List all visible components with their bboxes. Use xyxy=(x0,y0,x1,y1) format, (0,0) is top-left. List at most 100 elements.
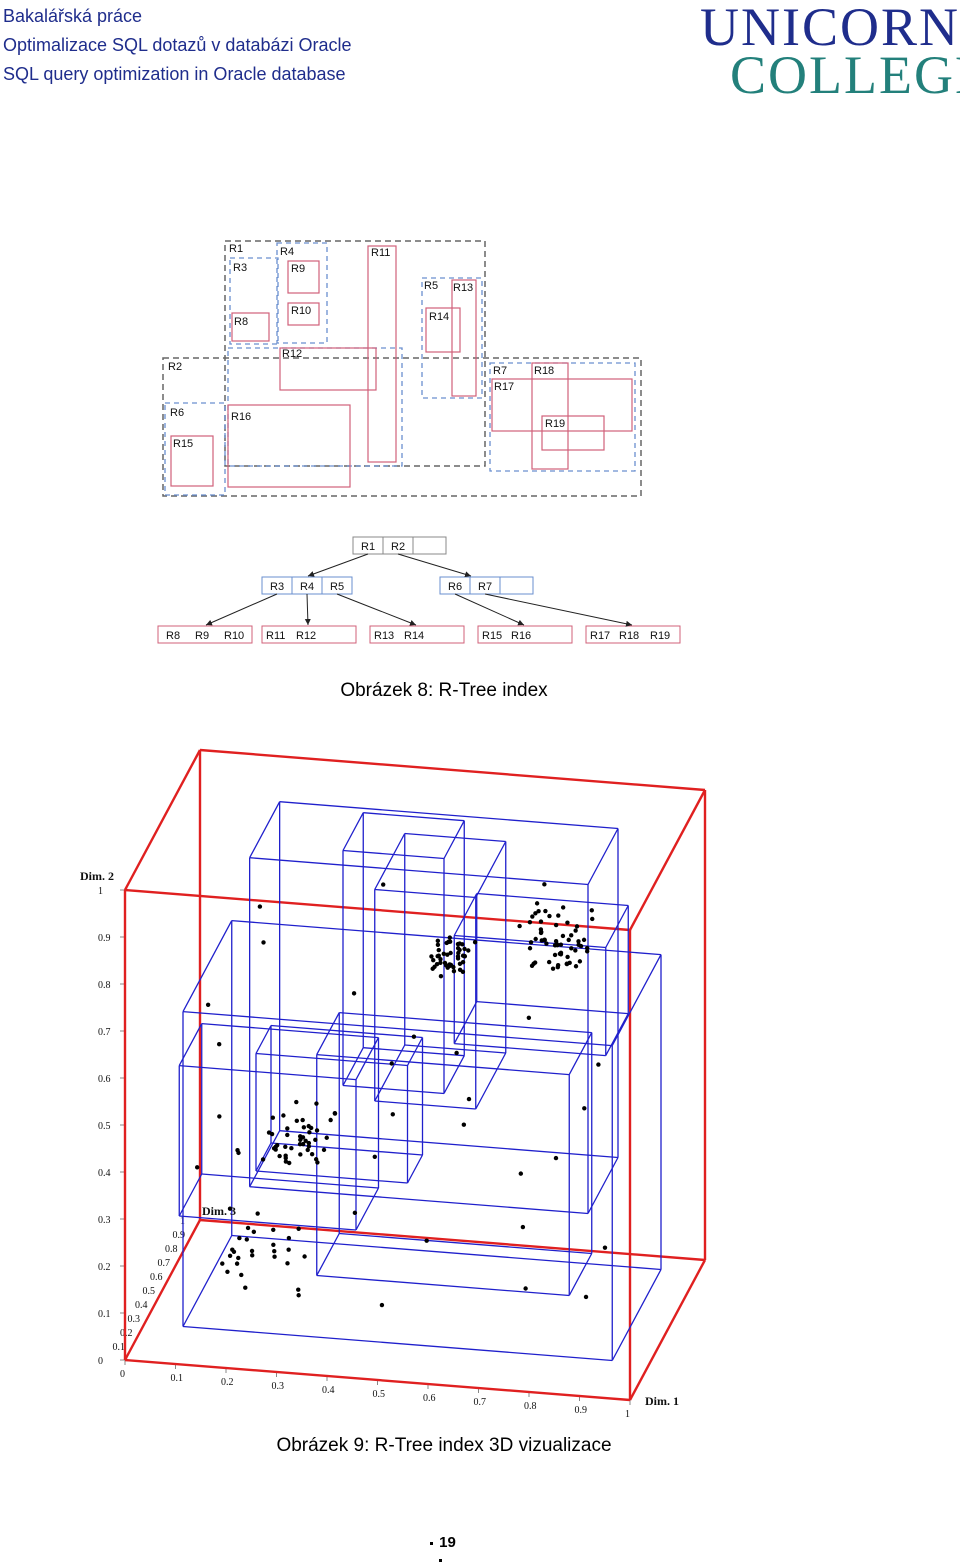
box-edge xyxy=(179,1215,357,1231)
leaf-R11: R11 xyxy=(266,630,285,642)
data-point xyxy=(257,904,263,909)
data-point xyxy=(542,882,547,887)
data-point xyxy=(328,1117,333,1123)
box-edge xyxy=(316,1053,570,1076)
data-points xyxy=(194,882,608,1308)
data-point xyxy=(277,1153,282,1159)
data-point xyxy=(314,1128,320,1133)
box-edge xyxy=(374,1100,476,1110)
data-point xyxy=(536,908,541,914)
tick-label-dim1: 0 xyxy=(120,1369,125,1380)
tick-label-dim3: 0.8 xyxy=(165,1244,178,1255)
data-point xyxy=(447,935,453,940)
data-point xyxy=(460,942,465,947)
box-edge xyxy=(453,893,478,936)
box-edge xyxy=(249,801,281,859)
tick-label-dim3: 0.6 xyxy=(150,1272,163,1283)
data-point xyxy=(286,1235,292,1241)
data-point xyxy=(237,1235,242,1241)
data-point xyxy=(553,922,559,928)
data-point xyxy=(554,941,560,947)
box-edge xyxy=(270,1142,423,1156)
tick-label-dim2: 0.3 xyxy=(98,1215,111,1226)
box-edge xyxy=(342,1084,445,1095)
tick-label-dim3: 0.5 xyxy=(143,1286,156,1297)
label-R18: R18 xyxy=(534,365,554,377)
region-R10 xyxy=(287,302,320,326)
label-R1: R1 xyxy=(229,243,243,255)
box-edge xyxy=(404,832,506,843)
page-number-dot-right xyxy=(438,1558,442,1562)
box-edge xyxy=(201,1022,379,1039)
data-point xyxy=(285,1126,290,1131)
box-edge xyxy=(231,1234,662,1271)
data-point xyxy=(245,1225,251,1231)
region-R16 xyxy=(227,404,351,488)
tree-arrows xyxy=(205,553,633,627)
data-point xyxy=(444,940,449,946)
data-point xyxy=(351,991,357,996)
data-point xyxy=(424,1238,429,1243)
data-point xyxy=(283,1155,288,1161)
data-point xyxy=(534,901,540,906)
box-edge xyxy=(374,1044,406,1102)
tick-label-dim2: 0.4 xyxy=(98,1168,111,1179)
data-point xyxy=(454,1050,459,1056)
data-point xyxy=(381,882,386,887)
box-edge xyxy=(342,812,364,851)
data-point xyxy=(569,946,574,951)
header-title-en: SQL query optimization in Oracle databas… xyxy=(3,64,346,84)
data-point xyxy=(576,939,581,944)
data-point xyxy=(523,1286,528,1291)
header-thesis-type: Bakalářská práce xyxy=(3,6,143,26)
data-point xyxy=(272,1248,277,1254)
tick-label-dim2: 0.6 xyxy=(98,1074,111,1085)
data-point xyxy=(244,1237,249,1242)
box-edge xyxy=(568,1253,593,1296)
tick-label-dim1: 0.5 xyxy=(373,1389,386,1400)
axis-dim1-label: Dim. 1 xyxy=(645,1394,679,1408)
axis-dim2-label: Dim. 2 xyxy=(80,869,114,883)
data-point xyxy=(566,937,571,943)
box-edge xyxy=(443,820,465,859)
box-edge xyxy=(270,1024,423,1039)
region-R12 xyxy=(279,347,377,391)
label-R8: R8 xyxy=(234,316,248,328)
data-point xyxy=(251,1229,257,1235)
data-point xyxy=(298,1152,303,1157)
data-point xyxy=(573,948,578,953)
tick-label-dim2: 0.8 xyxy=(98,980,111,991)
data-point xyxy=(306,1140,312,1146)
data-point xyxy=(560,905,566,910)
box-edge xyxy=(124,1358,631,1402)
label-R13: R13 xyxy=(453,282,473,294)
data-point xyxy=(438,973,444,979)
data-point xyxy=(411,1034,417,1039)
data-point xyxy=(306,1144,312,1149)
document-header: Bakalářská práce Optimalizace SQL dotazů… xyxy=(3,2,352,89)
data-point xyxy=(584,945,590,951)
tick-label-dim1: 1 xyxy=(625,1409,630,1420)
box-edge xyxy=(178,1023,203,1066)
tick-label-dim1: 0.4 xyxy=(322,1385,335,1396)
data-point xyxy=(472,939,478,945)
label-R16: R16 xyxy=(231,411,251,423)
box-edge xyxy=(339,1232,592,1255)
data-point xyxy=(297,1141,303,1147)
data-point xyxy=(538,927,544,932)
data-point xyxy=(236,1255,241,1261)
box-edge xyxy=(374,888,476,899)
box-edge xyxy=(255,1142,272,1172)
label-R15: R15 xyxy=(173,438,193,450)
label-R5: R5 xyxy=(424,280,438,292)
data-point xyxy=(332,1110,338,1116)
inner-box-2 xyxy=(248,801,619,1215)
inner-box-6 xyxy=(178,1022,380,1231)
header-title-cz: Optimalizace SQL dotazů v databázi Oracl… xyxy=(3,35,352,55)
box-edge xyxy=(182,1235,233,1327)
box-edge xyxy=(255,1052,408,1067)
figure-8-caption: Obrázek 8: R-Tree index xyxy=(340,680,548,701)
label-R14: R14 xyxy=(429,311,449,323)
leaf-R15: R15 xyxy=(482,630,502,642)
tick-label-dim2: 1 xyxy=(98,886,103,897)
